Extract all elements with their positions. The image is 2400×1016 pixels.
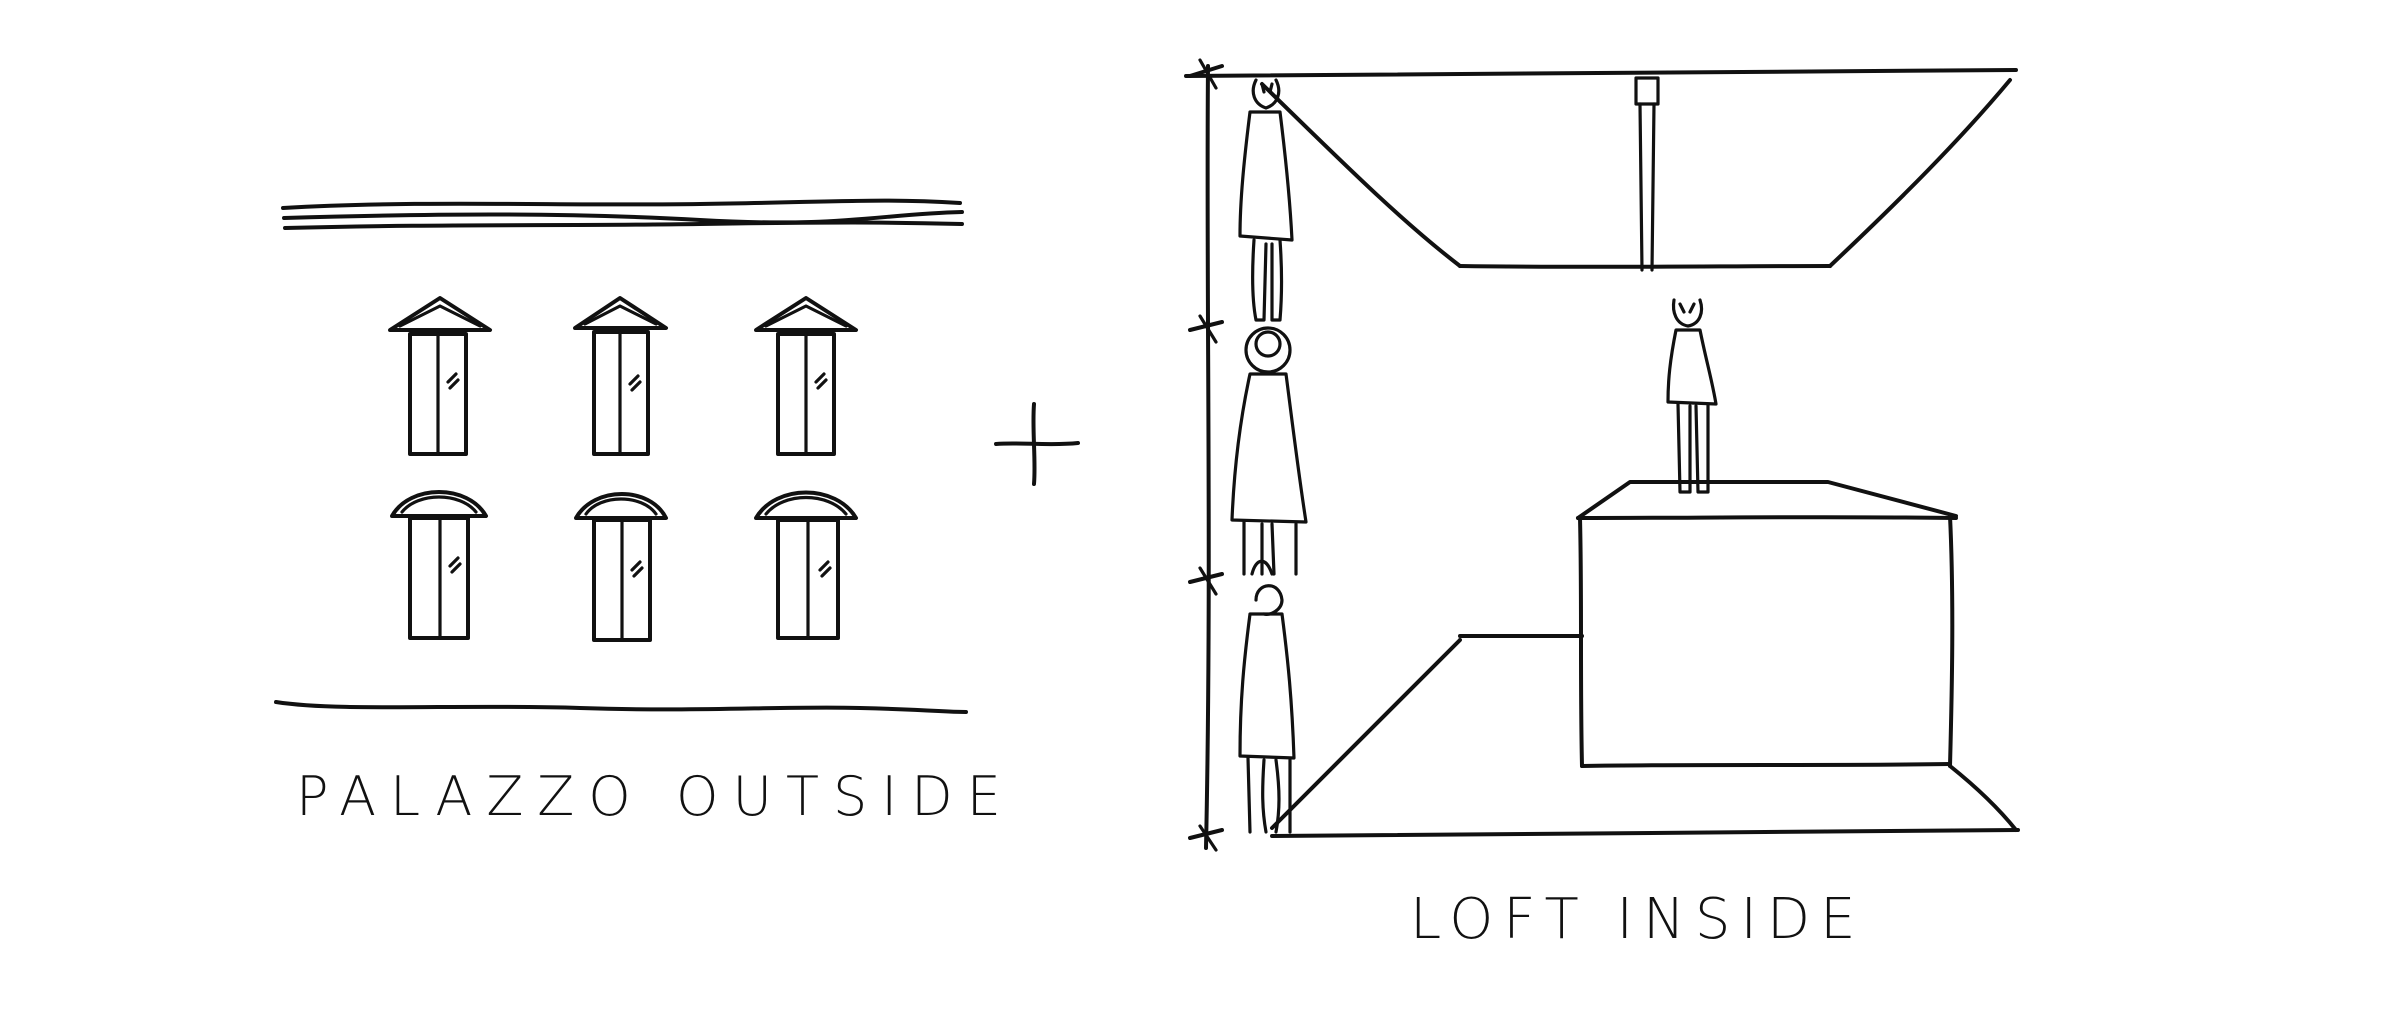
- palazzo-window-upper-2: [573, 296, 668, 456]
- scale-figure-bottom: [1238, 584, 1296, 834]
- palazzo-window-lower-1: [390, 490, 488, 640]
- caption-palazzo-outside: PALAZZO OUTSIDE: [296, 765, 1015, 828]
- scale-figure-on-box: [1666, 298, 1718, 494]
- scale-figure-middle: [1230, 326, 1308, 576]
- palazzo-cornice: [281, 198, 964, 230]
- loft-dimension-line: [1188, 58, 1224, 852]
- palazzo-ground-line: [274, 700, 968, 714]
- palazzo-window-upper-3: [754, 296, 858, 456]
- loft-ceiling: [1184, 68, 2018, 272]
- loft-section: [1184, 58, 2020, 852]
- loft-floor: [1270, 633, 2020, 838]
- palazzo-window-lower-2: [574, 492, 668, 642]
- palazzo-facade: [274, 198, 968, 714]
- palazzo-window-lower-3: [754, 490, 858, 640]
- loft-box: [1576, 480, 1958, 768]
- plus-sign: [994, 402, 1080, 486]
- palazzo-window-upper-1: [388, 296, 492, 456]
- caption-loft-inside: LOFT INSIDE: [1410, 887, 1866, 952]
- scale-figure-top: [1238, 78, 1294, 322]
